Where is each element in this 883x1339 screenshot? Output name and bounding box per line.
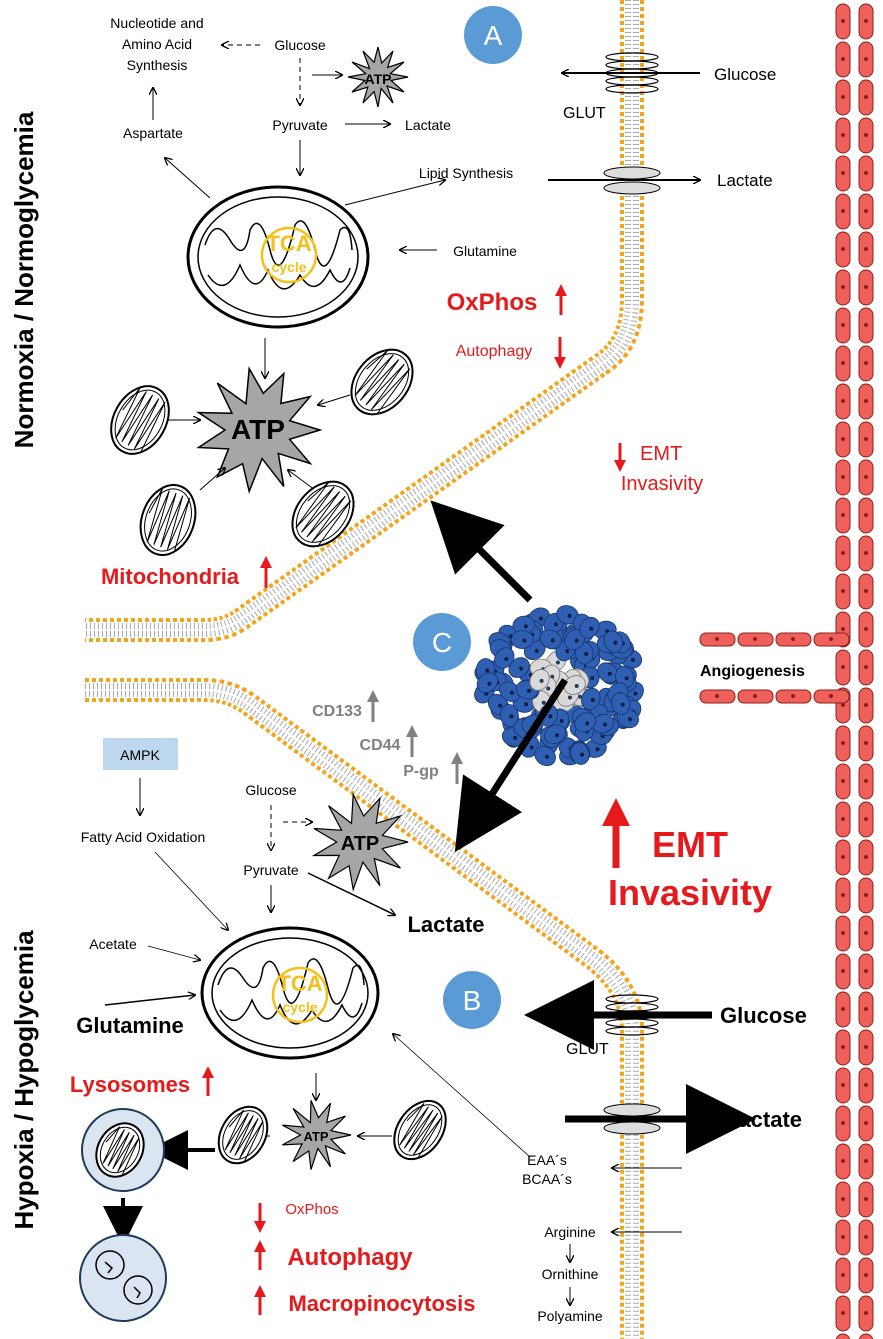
svg-text:TCA: TCA	[266, 231, 311, 256]
atp-burst-small	[347, 46, 409, 108]
lipid-synthesis-label: Lipid Synthesis	[419, 165, 513, 181]
glut-channel-top	[605, 52, 659, 94]
badge-b: B	[443, 971, 501, 1029]
nucleotide-label-1: Nucleotide and	[110, 15, 203, 31]
glut-label-bottom: GLUT	[566, 1041, 609, 1058]
side-label-normoxia: Normoxia / Normoglycemia	[9, 111, 39, 448]
pgp-label: P-gp	[403, 763, 439, 780]
ampk-box	[103, 738, 178, 770]
membrane-lactate-bottom: Lactate	[725, 1107, 802, 1132]
small-mitochondria	[95, 348, 447, 1178]
autophagy-label-bottom: Autophagy	[287, 1244, 413, 1271]
glucose-label-bottom: Glucose	[245, 782, 297, 798]
cd133-label: CD133	[312, 703, 362, 720]
mitochondrion-top: TCA cycle	[186, 185, 370, 329]
bcaas-label: BCAA´s	[522, 1171, 572, 1187]
ornithine-label: Ornithine	[542, 1266, 599, 1282]
angiogenesis-label: Angiogenesis	[700, 663, 805, 680]
cell-membrane-top	[85, 0, 646, 644]
acetate-label: Acetate	[89, 936, 137, 952]
badge-a: A	[464, 6, 522, 64]
emt-label-top: EMT	[640, 443, 682, 465]
eaas-label: EAA´s	[527, 1152, 567, 1168]
membrane-glucose-bottom: Glucose	[720, 1003, 807, 1028]
glutamine-label: Glutamine	[453, 243, 517, 259]
polyamine-label: Polyamine	[537, 1308, 603, 1324]
fatty-acid-oxidation-label: Fatty Acid Oxidation	[81, 829, 206, 845]
cd44-label: CD44	[360, 737, 401, 754]
mitochondria-label: Mitochondria	[101, 564, 240, 589]
oxphos-label-bottom: OxPhos	[285, 1201, 338, 1218]
svg-text:B: B	[463, 985, 482, 1016]
pyruvate-label: Pyruvate	[272, 117, 327, 133]
mitochondrion-bottom: TCA cycle	[200, 926, 380, 1060]
svg-text:cycle: cycle	[271, 259, 306, 275]
atp-burst-big	[195, 366, 323, 494]
glutamine-label-bottom: Glutamine	[76, 1013, 184, 1038]
ampk-label: AMPK	[120, 747, 160, 763]
atp-burst-small-bottom	[282, 1100, 352, 1170]
invasivity-label-top: Invasivity	[621, 473, 703, 495]
oxphos-label: OxPhos	[447, 289, 538, 316]
blood-vessel	[699, 3, 874, 1339]
lactate-label: Lactate	[405, 117, 451, 133]
nucleotide-label-3: Synthesis	[127, 57, 188, 73]
pyruvate-label-bottom: Pyruvate	[243, 862, 298, 878]
glucose-label: Glucose	[274, 37, 326, 53]
lactate-label-bottom: Lactate	[407, 912, 484, 937]
aspartate-label: Aspartate	[123, 125, 183, 141]
nucleotide-label-2: Amino Acid	[122, 36, 192, 52]
svg-text:TCA: TCA	[277, 971, 322, 996]
macropinocytosis-label: Macropinocytosis	[288, 1291, 475, 1316]
lysosomes-label: Lysosomes	[70, 1072, 190, 1097]
svg-text:cycle: cycle	[282, 999, 317, 1015]
glut-label-top: GLUT	[563, 105, 606, 122]
membrane-glucose-top: Glucose	[714, 65, 776, 84]
side-label-hypoxia: Hypoxia / Hypoglycemia	[9, 930, 39, 1230]
top-panel: Nucleotide and Amino Acid Synthesis Gluc…	[101, 15, 776, 589]
invasivity-label-big: Invasivity	[608, 872, 772, 913]
glut-channel-bottom	[605, 994, 659, 1036]
tumor-spheroid	[474, 605, 644, 767]
svg-text:ATP: ATP	[231, 414, 285, 445]
svg-text:C: C	[432, 627, 452, 658]
autophagy-label: Autophagy	[456, 343, 533, 360]
svg-text:ATP: ATP	[365, 71, 392, 87]
svg-text:A: A	[484, 20, 503, 51]
svg-text:ATP: ATP	[341, 833, 380, 855]
badge-c: C	[413, 613, 471, 671]
lysosome-2	[79, 1234, 167, 1322]
membrane-lactate-top: Lactate	[717, 171, 773, 190]
bottom-panel: AMPK Fatty Acid Oxidation Glucose ATP Py…	[70, 738, 807, 1324]
atp-burst-medium	[311, 792, 409, 892]
svg-text:ATP: ATP	[303, 1129, 328, 1144]
emt-label-big: EMT	[652, 824, 728, 865]
arginine-label: Arginine	[544, 1224, 596, 1240]
